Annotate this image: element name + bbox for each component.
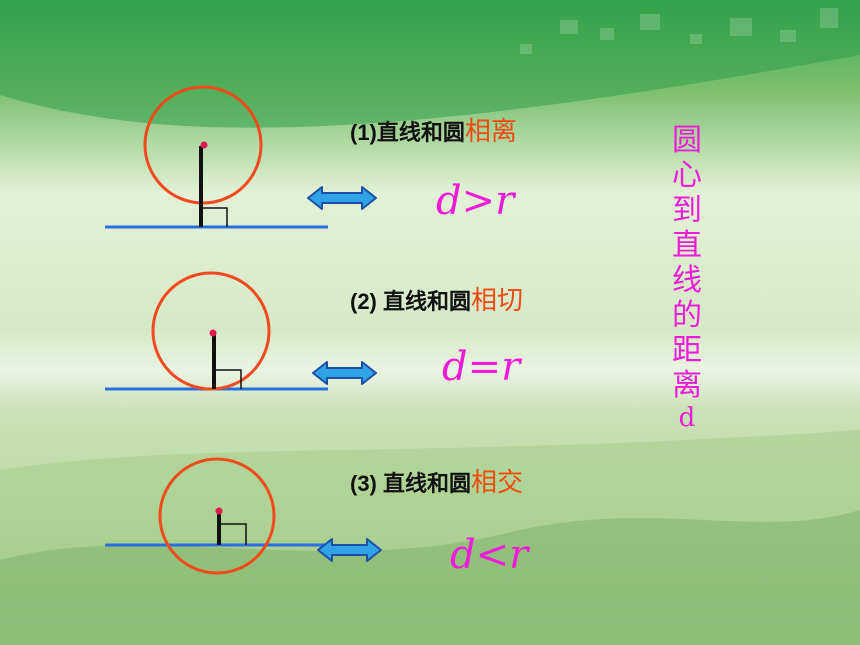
case-1-label: (1)直线和圆相离 [350, 111, 517, 148]
case-3-label: (3) 直线和圆相交 [350, 462, 523, 499]
case-3-formula: d<r [450, 532, 529, 578]
vertical-char: 到 [672, 193, 702, 228]
case-1-prefix: (1)直线和圆 [350, 120, 465, 145]
case-3-center [215, 507, 223, 515]
double-arrow-icon [312, 361, 377, 385]
case-1-center [200, 141, 208, 149]
right-angle-icon [201, 207, 228, 227]
vertical-char: 心 [672, 158, 702, 193]
vertical-char: 圆 [672, 123, 702, 158]
case-1-figure [105, 85, 328, 229]
case-3-relation: 相交 [471, 468, 524, 498]
double-arrow-icon [317, 538, 382, 562]
vertical-char: 离 [672, 368, 702, 403]
case-2-relation: 相切 [471, 286, 524, 316]
case-3-prefix: (3) 直线和圆 [350, 471, 472, 496]
case-2-figure [105, 271, 328, 391]
case-3-circle [158, 457, 276, 575]
case-2-circle [151, 271, 271, 391]
case-2-formula: d=r [442, 344, 521, 390]
right-angle-icon [214, 369, 242, 389]
right-angle-icon [219, 523, 247, 545]
vertical-char: 线 [672, 263, 702, 298]
vertical-char: 直 [672, 228, 702, 263]
case-1-formula: d>r [436, 178, 515, 224]
vertical-label: 圆 心 到 直 线 的 距 离 d [670, 123, 704, 438]
vertical-char: 距 [672, 333, 702, 368]
case-2-prefix: (2) 直线和圆 [350, 289, 472, 314]
double-arrow-icon [307, 186, 377, 210]
case-2-center [209, 329, 217, 337]
vertical-char: 的 [672, 298, 702, 333]
case-3-figure [105, 457, 330, 575]
case-1-relation: 相离 [464, 117, 517, 147]
vertical-char: d [678, 403, 696, 433]
case-2-label: (2) 直线和圆相切 [350, 280, 523, 317]
